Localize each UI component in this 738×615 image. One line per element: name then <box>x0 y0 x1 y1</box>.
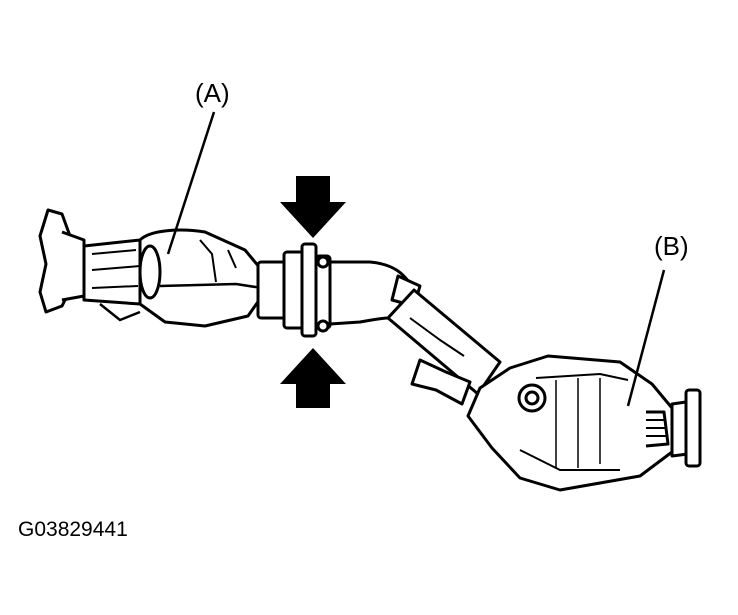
figure-id: G03829441 <box>18 518 128 541</box>
leader-b <box>626 269 666 407</box>
center-pipe <box>328 260 502 406</box>
callout-label-a: (A) <box>195 78 230 108</box>
callout-leaders <box>166 111 666 407</box>
arrow-down-icon <box>280 176 346 238</box>
callout-label-b: (B) <box>654 231 689 261</box>
arrow-up-icon <box>280 348 346 408</box>
front-catalytic-converter <box>82 228 264 328</box>
manifold-flange <box>38 208 86 314</box>
front-exhaust-pipe-joint <box>256 242 332 338</box>
leader-a <box>166 111 216 255</box>
rear-catalytic-converter <box>466 354 702 492</box>
